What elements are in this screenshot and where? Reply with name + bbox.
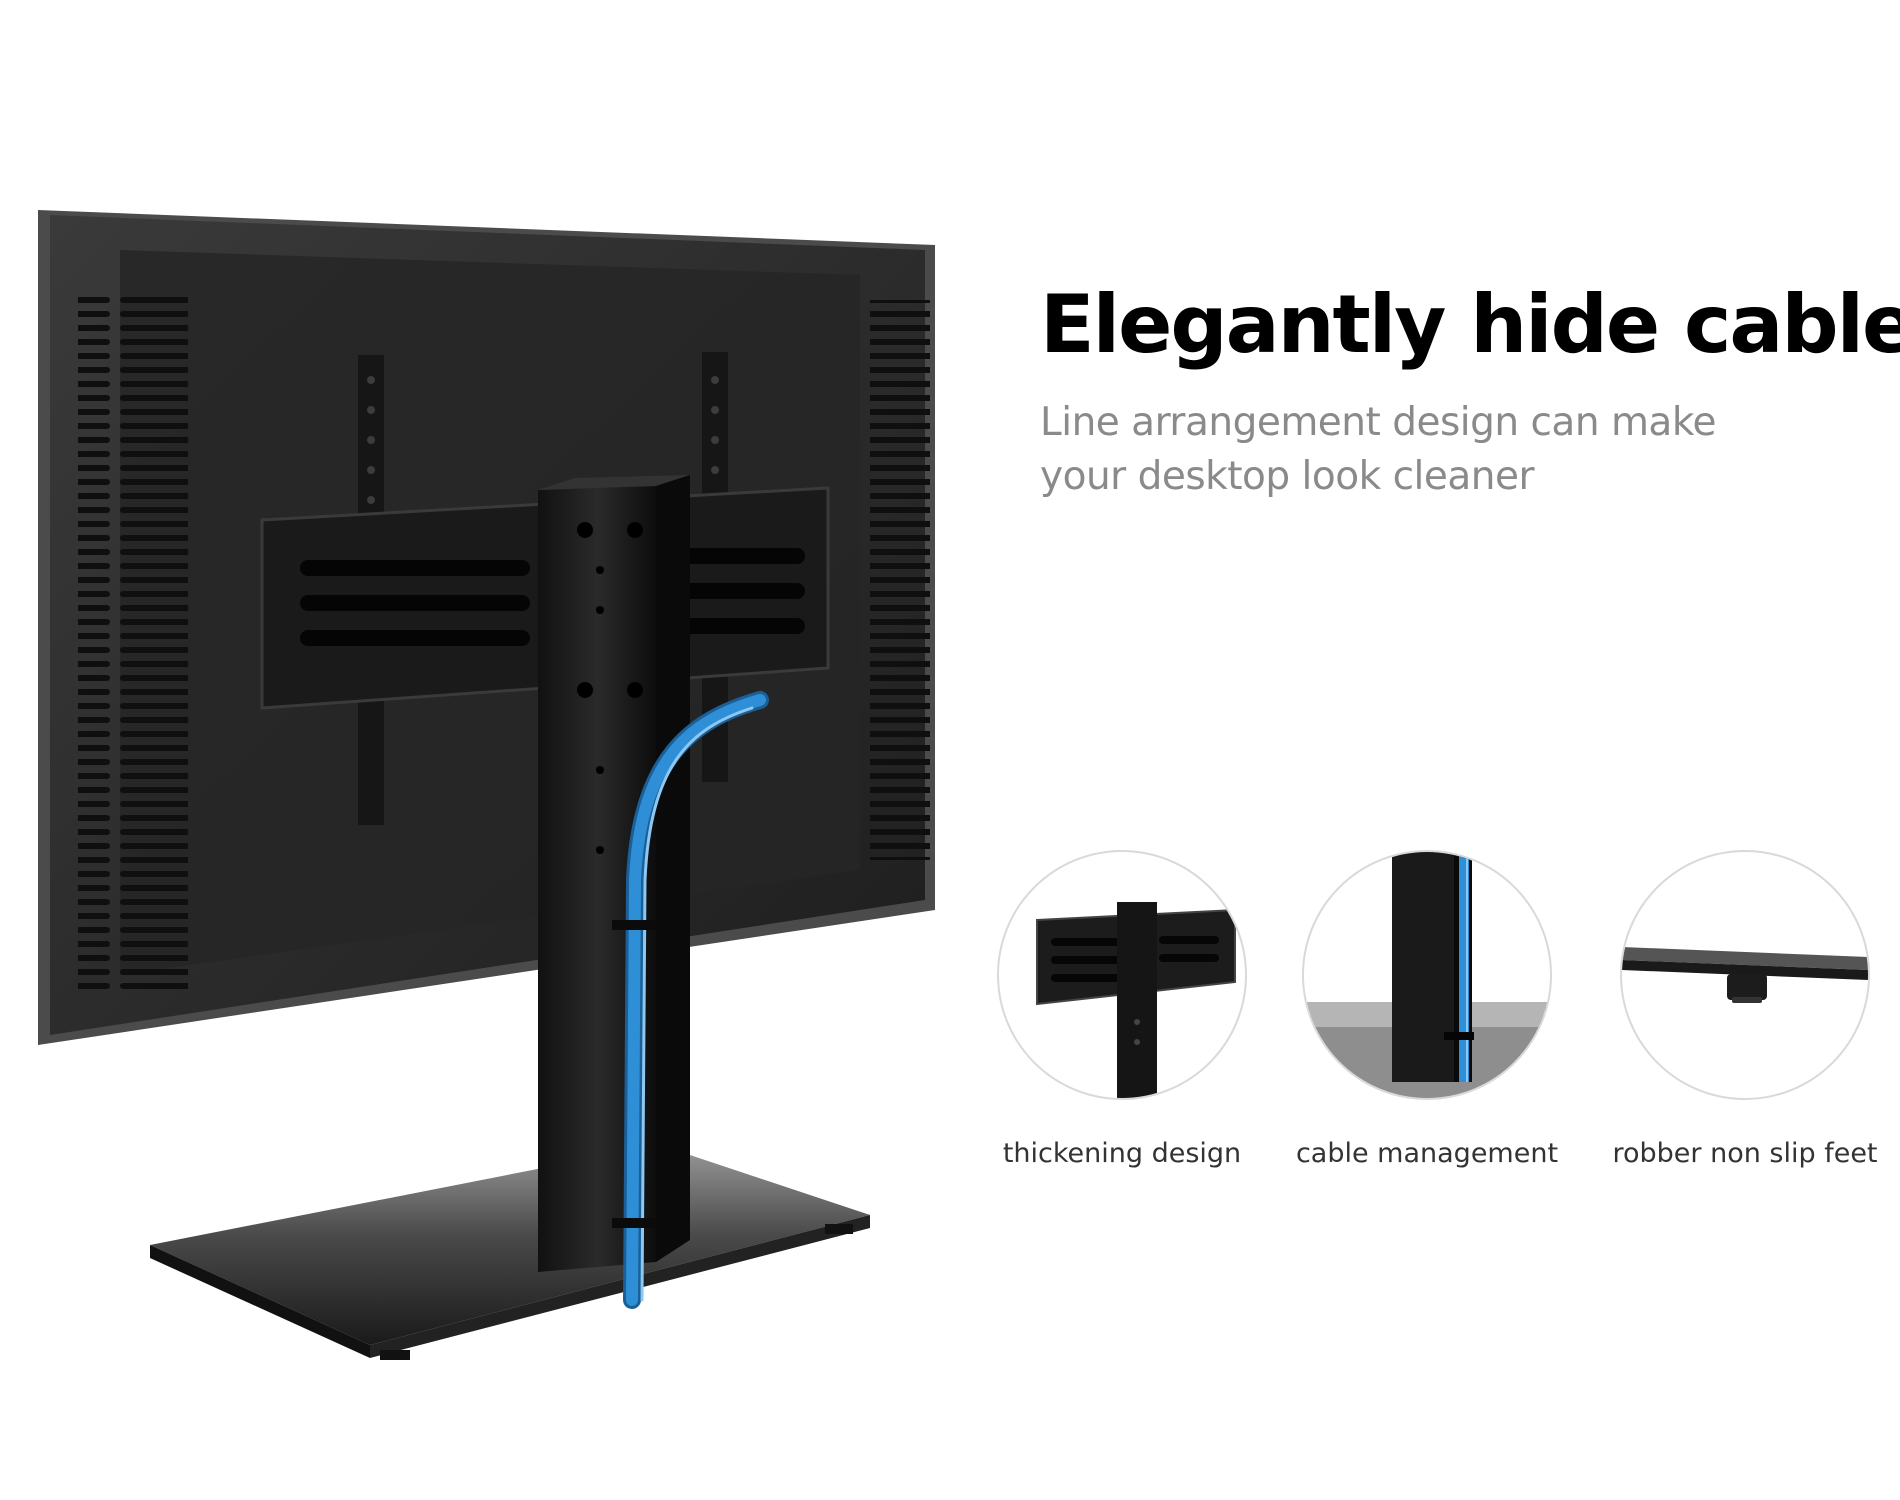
rubber-foot-icon [1622,947,1868,1003]
feature-thumbnail [1620,850,1870,1100]
glass-base [150,1145,870,1360]
feature-caption: cable management [1295,1138,1559,1169]
feature-thickening: thickening design [977,850,1267,1169]
feature-thumbnail [997,850,1247,1100]
headline: Elegantly hide cables [1040,278,1900,371]
feature-caption: robber non slip feet [1612,1138,1878,1169]
cable [612,691,769,1309]
feature-cable-management: cable management [1282,850,1572,1169]
mounting-bracket-icon [1036,902,1236,1098]
cable-clip-icon [1304,852,1550,1098]
feature-thumbnail [1302,850,1552,1100]
feature-non-slip-feet: robber non slip feet [1600,850,1890,1169]
stand-pillar [538,475,690,1272]
feature-caption: thickening design [1002,1138,1242,1169]
subtitle: Line arrangement design can make your de… [1040,400,1717,499]
